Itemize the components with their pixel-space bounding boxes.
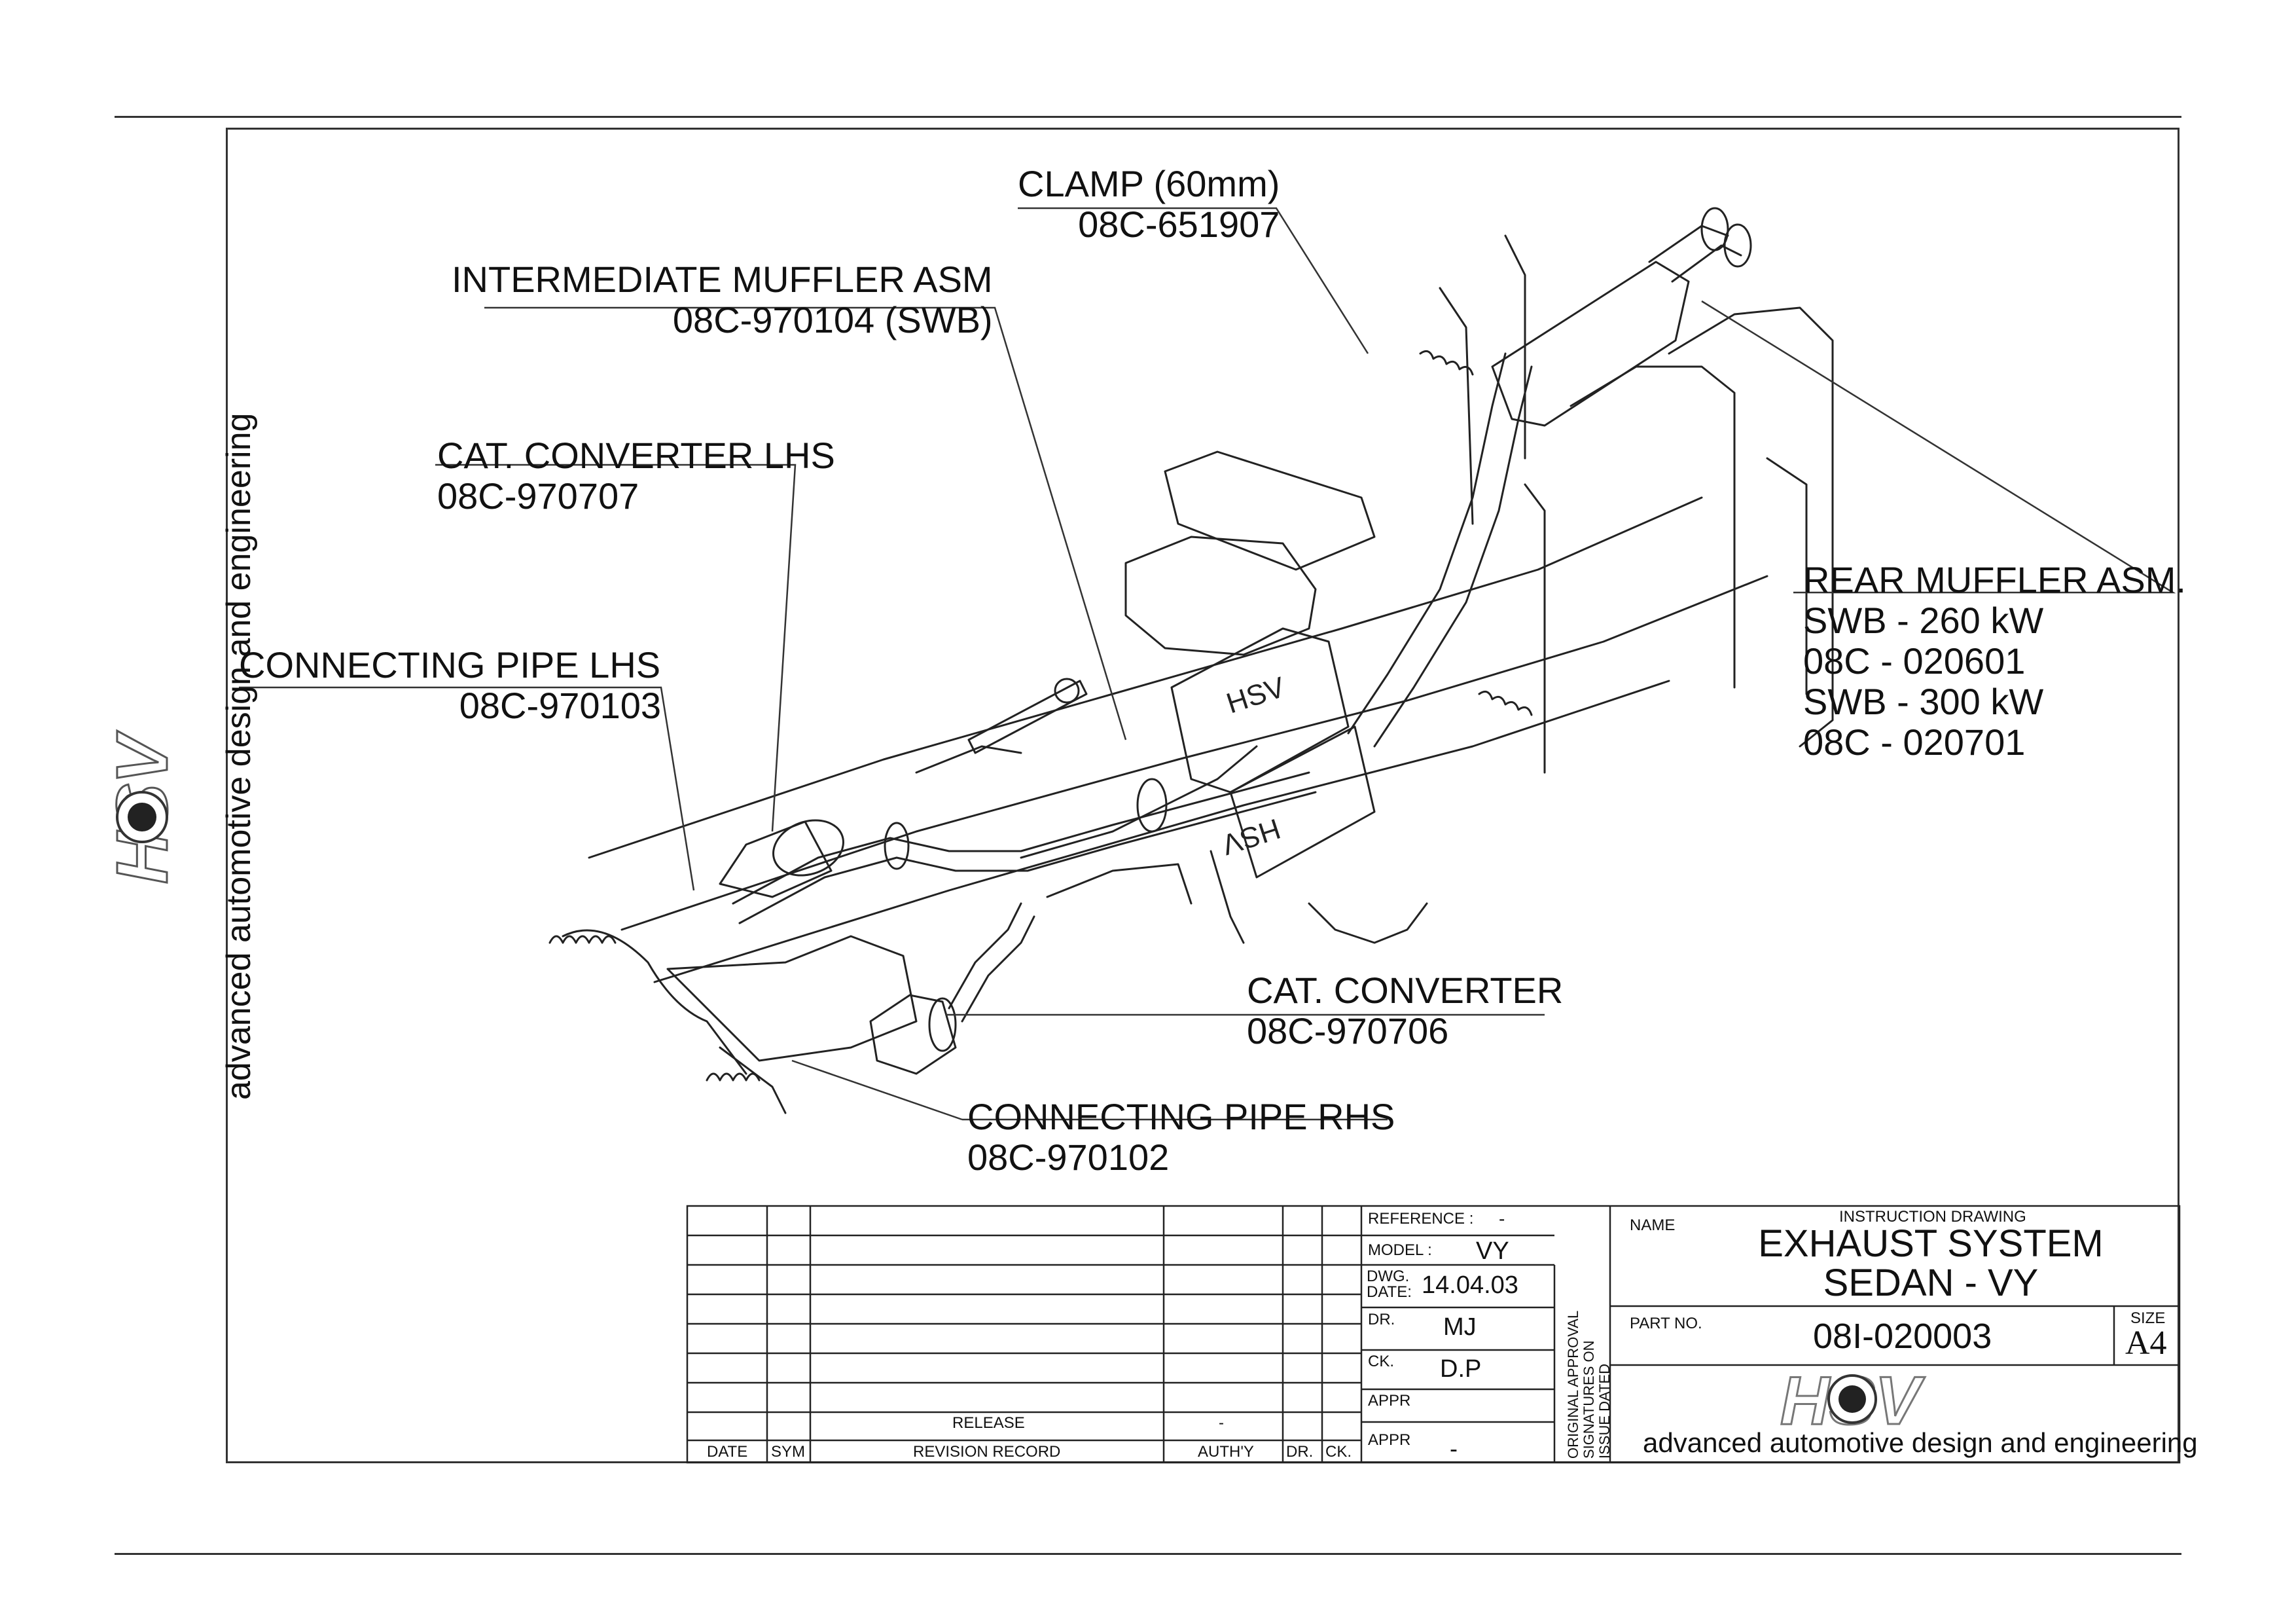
callout-intermediate-muffler-name: INTERMEDIATE MUFFLER ASM <box>452 259 993 300</box>
callout-clamp-part: 08C-651907 <box>1078 204 1280 245</box>
signatures-note-1: ORIGINAL APPROVAL <box>1565 1310 1581 1459</box>
appr1-label: APPR <box>1368 1392 1411 1410</box>
callout-cat-converter: CAT. CONVERTER 08C-970706 <box>1247 970 1563 1051</box>
dwg-date-label-2: DATE: <box>1367 1283 1412 1301</box>
reference-value: - <box>1499 1209 1505 1229</box>
signatures-note-2: SIGNATURES ON <box>1581 1340 1597 1459</box>
appr2-value: - <box>1450 1435 1458 1462</box>
model-value: VY <box>1476 1237 1509 1265</box>
dwg-date-value: 14.04.03 <box>1422 1271 1518 1299</box>
callout-connecting-pipe-rhs: CONNECTING PIPE RHS 08C-970102 <box>967 1097 1395 1178</box>
revision-header-sym: SYM <box>771 1443 806 1461</box>
revision-header-dr: DR. <box>1286 1443 1314 1461</box>
callout-intermediate-muffler-part: 08C-970104 (SWB) <box>672 299 993 340</box>
callout-rear-muffler-line-2: 08C - 020601 <box>1803 640 2026 682</box>
callout-cat-converter-lhs-part: 08C-970707 <box>437 475 639 517</box>
drawing-title-line-2: SEDAN - VY <box>1823 1262 2039 1304</box>
callout-rear-muffler-name: REAR MUFFLER ASM. <box>1803 559 2186 600</box>
dwg-date-label-1: DWG. <box>1367 1267 1410 1285</box>
size-value: A4 <box>2125 1324 2167 1362</box>
dwg-date-label: DWG. DATE: <box>1367 1269 1412 1300</box>
callout-connecting-pipe-rhs-part: 08C-970102 <box>967 1137 1170 1178</box>
dr-value: MJ <box>1443 1313 1477 1341</box>
reference-label: REFERENCE : <box>1368 1210 1474 1228</box>
dr-label: DR. <box>1368 1311 1395 1328</box>
part-no-value: 08I-020003 <box>1813 1317 1992 1356</box>
revision-header-authy: AUTH'Y <box>1198 1443 1254 1461</box>
revision-header-date: DATE <box>707 1443 748 1461</box>
ck-label: CK. <box>1368 1353 1395 1370</box>
part-no-label: PART NO. <box>1630 1315 1702 1332</box>
callout-cat-converter-part: 08C-970706 <box>1247 1010 1449 1051</box>
callout-rear-muffler: REAR MUFFLER ASM. SWB - 260 kW 08C - 020… <box>1803 560 2186 763</box>
name-label: NAME <box>1630 1216 1676 1234</box>
callout-cat-converter-lhs: CAT. CONVERTER LHS 08C-970707 <box>437 435 835 517</box>
revision-header-ck: CK. <box>1325 1443 1352 1461</box>
drawing-type: INSTRUCTION DRAWING <box>1839 1208 2026 1226</box>
revision-release-auth: - <box>1219 1414 1224 1432</box>
revision-header-record: REVISION RECORD <box>913 1443 1061 1461</box>
callout-connecting-pipe-lhs-part: 08C-970103 <box>459 685 661 726</box>
bottom-rule <box>115 1553 2181 1555</box>
appr2-label: APPR <box>1368 1431 1411 1449</box>
callout-clamp-name: CLAMP (60mm) <box>1018 163 1280 204</box>
size-label: SIZE <box>2130 1309 2166 1327</box>
drawing-title: EXHAUST SYSTEM SEDAN - VY <box>1676 1224 2186 1303</box>
model-label: MODEL : <box>1368 1241 1432 1259</box>
callout-cat-converter-lhs-name: CAT. CONVERTER LHS <box>437 435 835 476</box>
revision-release-label: RELEASE <box>952 1414 1025 1432</box>
callout-connecting-pipe-lhs-name: CONNECTING PIPE LHS <box>239 644 661 685</box>
callout-connecting-pipe-lhs: CONNECTING PIPE LHS 08C-970103 <box>239 645 661 726</box>
signatures-note-3: ISSUE DATED <box>1596 1363 1613 1459</box>
top-rule <box>115 116 2181 118</box>
signatures-note: ORIGINAL APPROVAL SIGNATURES ON ISSUE DA… <box>1565 1269 1613 1459</box>
callout-cat-converter-name: CAT. CONVERTER <box>1247 970 1564 1011</box>
callout-rear-muffler-line-4: 08C - 020701 <box>1803 721 2026 763</box>
callout-intermediate-muffler: INTERMEDIATE MUFFLER ASM 08C-970104 (SWB… <box>452 259 993 340</box>
callout-rear-muffler-line-1: SWB - 260 kW <box>1803 600 2044 641</box>
callout-connecting-pipe-rhs-name: CONNECTING PIPE RHS <box>967 1096 1395 1137</box>
drawing-title-line-1: EXHAUST SYSTEM <box>1758 1222 2104 1265</box>
callout-rear-muffler-line-3: SWB - 300 kW <box>1803 681 2044 722</box>
title-block-tagline: advanced automotive design and engineeri… <box>1643 1427 2198 1458</box>
ck-value: D.P <box>1440 1355 1482 1383</box>
callout-clamp: CLAMP (60mm) 08C-651907 <box>1018 164 1280 245</box>
